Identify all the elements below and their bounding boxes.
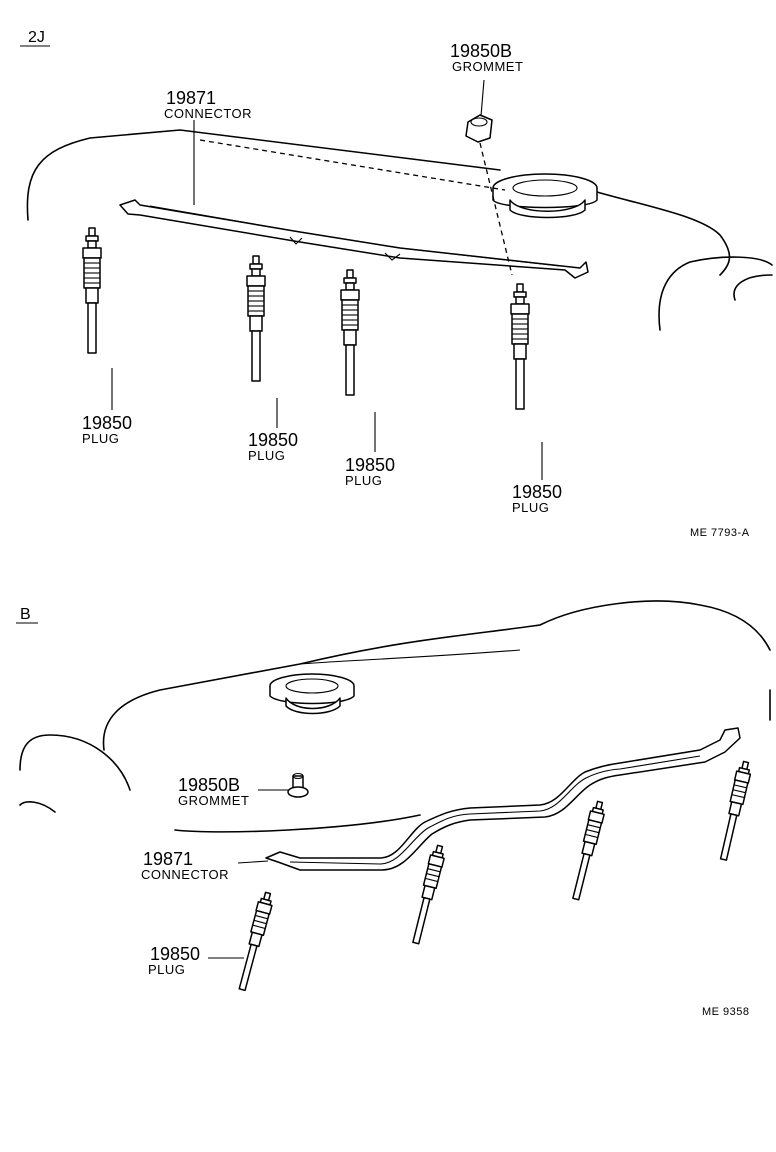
figure-code-2j: ME 7793-A <box>690 527 750 539</box>
glow-plug-2 <box>246 255 266 382</box>
grommet-name-2j: GROMMET <box>452 59 523 74</box>
section-b: B 19850B GROMMET 19871 CONNECTOR <box>16 600 771 1018</box>
plug-name-1: PLUG <box>82 431 119 446</box>
grommet-b <box>287 772 309 798</box>
connector-bar-b <box>265 727 741 871</box>
engine-head-edge <box>299 649 521 665</box>
oil-filler-cap <box>269 673 355 715</box>
grommet-2j <box>465 114 493 143</box>
connector-name-2j: CONNECTOR <box>164 106 252 121</box>
glow-plug-b-2 <box>408 843 448 946</box>
plug-name-b: PLUG <box>148 962 185 977</box>
glow-plug-4 <box>510 283 530 410</box>
section-2j: 2J 19850B GROMMET 19871 CO <box>20 29 773 539</box>
dashed-alignment-line <box>199 139 506 191</box>
glow-plug-1 <box>82 227 102 354</box>
plug-name-4: PLUG <box>512 500 549 515</box>
glow-plug-b-1 <box>234 890 276 993</box>
section-label-2j: 2J <box>28 29 45 46</box>
dashed-alignment-line <box>479 142 513 276</box>
leader-connector-b <box>237 860 269 864</box>
plug-part-no-3: 19850 <box>345 455 395 475</box>
grommet-part-no-2j: 19850B <box>450 41 512 61</box>
plug-name-2: PLUG <box>248 448 285 463</box>
plug-part-no-1: 19850 <box>82 413 132 433</box>
connector-part-no-b: 19871 <box>143 849 193 869</box>
glow-plug-b-3 <box>568 799 608 902</box>
figure-code-b: ME 9358 <box>702 1006 750 1018</box>
engine-head-outline <box>19 600 771 833</box>
glow-plug-3 <box>340 269 360 396</box>
engine-head-outline <box>26 129 773 331</box>
plug-part-no-b: 19850 <box>150 944 200 964</box>
glow-plug-b-4 <box>715 759 754 862</box>
grommet-part-no-b: 19850B <box>178 775 240 795</box>
oil-filler-cap <box>492 173 598 219</box>
connector-part-no-2j: 19871 <box>166 88 216 108</box>
section-label-b: B <box>20 606 31 623</box>
plug-part-no-4: 19850 <box>512 482 562 502</box>
connector-name-b: CONNECTOR <box>141 867 229 882</box>
plug-part-no-2: 19850 <box>248 430 298 450</box>
grommet-name-b: GROMMET <box>178 793 249 808</box>
connector-bar-2j <box>119 199 589 279</box>
leader-grommet-2j <box>480 79 485 117</box>
plug-name-3: PLUG <box>345 473 382 488</box>
